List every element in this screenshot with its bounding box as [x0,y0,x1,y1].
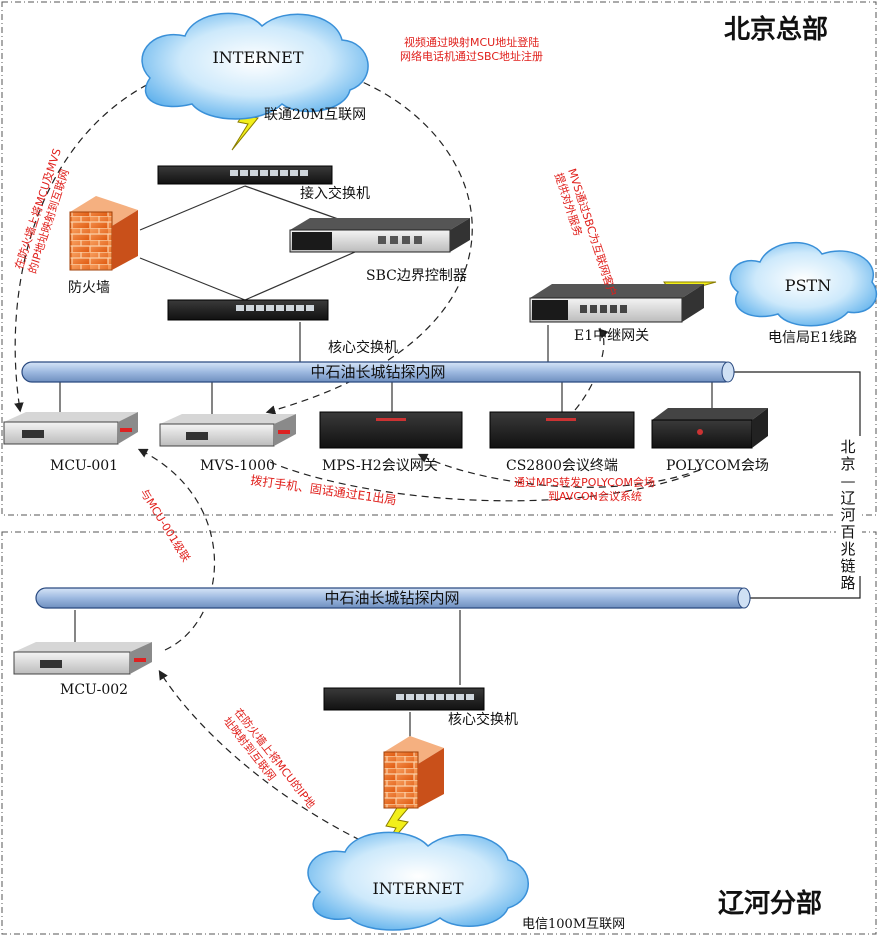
mcu002-label: MCU-002 [60,682,128,698]
dial-e1-note: 拨打手机、固话通过E1出局 [250,473,398,507]
cs2800-label: CS2800会议终端 [506,458,618,474]
unicom-label: 联通20M互联网 [264,107,366,123]
sbc-label: SBC边界控制器 [366,268,467,284]
video-mapping-note-line2: 网络电话机通过SBC地址注册 [400,49,543,63]
terminal-icon [489,411,635,449]
mvs1000-label: MVS-1000 [200,458,275,474]
cascade-note-text: 与MCU-001级联 [137,487,192,564]
terminal-icon [651,408,768,449]
backbone-bottom [35,587,751,609]
backbone-top-label: 中石油长城钻探内网 [310,363,445,381]
switch-icon [167,299,329,321]
core-switch-bottom-label: 核心交换机 [448,711,518,728]
beijing-liaohe-link-label: 北 京 — 辽 河 百 兆 链 路 [840,438,855,592]
access-switch-label: 接入交换机 [300,185,370,202]
telecom-e1-label: 电信局E1线路 [768,330,857,346]
internet-bottom-label: INTERNET [372,879,463,898]
switch-icon [323,687,485,711]
mcu001-label: MCU-001 [50,458,118,474]
telecom-100m-label: 电信100M互联网 [522,917,625,932]
beijing-region-title: 北京总部 [724,14,828,45]
link-char: 辽 [840,489,855,507]
link-char: — [841,472,856,490]
dial-e1-note-text: 拨打手机、固话通过E1出局 [250,473,398,507]
polycom-label: POLYCOM会场 [666,458,769,474]
link-char: 河 [840,506,855,524]
mvs-sbc-note: MVS通过SBC为互联网客户 提供对外服务 [552,167,620,299]
mps-h2-label: MPS-H2会议网关 [322,458,438,474]
cloud-icon [141,12,369,120]
e1-gateway-label: E1中继网关 [574,328,649,344]
backbone-bottom-label: 中石油长城钻探内网 [324,589,459,607]
link-char: 兆 [840,540,855,558]
backbone-top [21,361,735,383]
link-char: 百 [840,523,855,541]
link-char: 北 [840,438,855,456]
server-icon [13,642,152,675]
gateway-icon [319,411,463,449]
firewall-mcu-mvs-note: 在防火墙上将MCU及MVS 的IP地址映射到互联网 [12,147,72,276]
firewall-icon [383,736,444,809]
firewall-icon [69,196,138,271]
liaohe-region-frame [1,531,877,935]
switch-icon [157,165,333,185]
video-mapping-note-line1: 视频通过映射MCU地址登陆 [404,35,539,49]
mps-polycom-note-line2: 到AVCON会议系统 [548,490,642,503]
cloud-icon [729,241,878,327]
server-icon [289,218,470,253]
firewall-mcu-note-line1: 在防火墙上将MCU的IP地 [232,705,319,811]
link-char: 京 [840,455,855,473]
beijing-region-frame [1,1,877,516]
pstn-label: PSTN [785,276,831,295]
mps-polycom-note-line1: 通过MPS转发POLYCOM会场 [514,475,655,489]
top-connection-lines [59,185,713,740]
firewall-top-label: 防火墙 [68,280,110,296]
link-char: 路 [840,574,855,592]
link-label-bg [836,436,862,576]
cascade-note: 与MCU-001级联 [137,487,192,564]
liaohe-region-title: 辽河分部 [718,889,822,919]
link-char: 链 [840,557,855,575]
core-switch-top-label: 核心交换机 [328,339,398,356]
server-icon [159,414,296,447]
firewall-mcu-note: 在防火墙上将MCU的IP地 址映射到互联网 [221,705,319,811]
internet-top-label: INTERNET [212,48,303,67]
cloud-icon [307,831,529,931]
server-icon [3,412,138,445]
gateway-icon [529,284,704,323]
